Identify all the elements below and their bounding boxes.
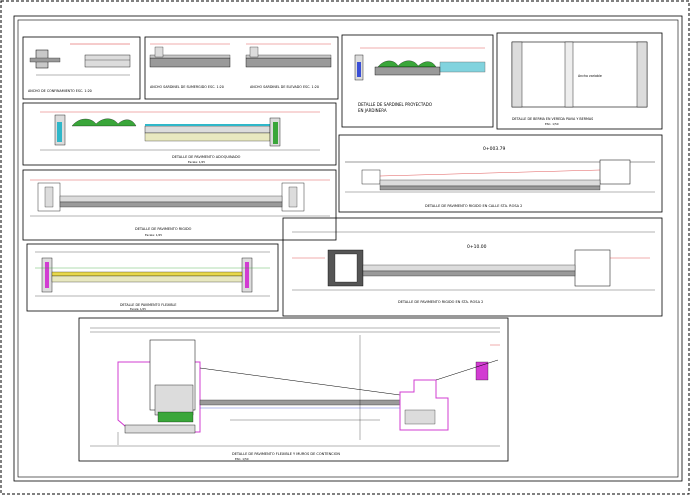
panel-2-title-a: ANCHO SARDINEL DE SUMERGIDO ESC. 1:20 [150,85,224,89]
panel-rigido-2: 0+10.00 DETALLE DE PAVIMENTO RIGIDO EN S… [282,217,663,317]
panel-8-station: 0+10.00 [467,244,487,250]
panel-rigido-sta-rosa2: 0+003.79 DETALLE DE PAVIMENTO RIGIDO EN … [338,134,663,213]
panel-sardinel-confinamiento: ANCHO DE CONFINAMIENTO ESC. 1:20 [22,36,141,100]
panel-1-title: ANCHO DE CONFINAMIENTO ESC. 1:20 [28,89,92,93]
panel-10-title: DETALLE DE PAVIMENTO FLEXIBLE Y MUROS DE… [232,452,340,456]
panel-2-title-b: ANCHO SARDINEL DE ELEVADO ESC. 1:20 [250,85,319,89]
panel-4-label: Ancho variable [578,74,602,78]
panel-10-scale: ESC. 1/50 [235,457,249,461]
panel-4-scale: ESC. 1/50 [545,122,559,126]
panel-sardinel-elevados: ANCHO SARDINEL DE SUMERGIDO ESC. 1:20 AN… [144,36,339,100]
panel-3-title: DETALLE DE SARDINEL PROYECTADO EN JARDIN… [358,102,433,113]
panel-5-title: DETALLE DE PAVIMENTO ADOQUINADO [172,155,241,159]
panel-6-station: 0+003.79 [483,146,506,152]
panel-adoquinado: DETALLE DE PAVIMENTO ADOQUINADO Escala: … [22,102,337,166]
panel-6-title: DETALLE DE PAVIMENTO RIGIDO EN CALLE STA… [425,204,522,208]
panel-4-title: DETALLE DE BERMA EN VEREDA PAVIA Y BERMA… [512,117,593,121]
panel-jardinera: DETALLE DE SARDINEL PROYECTADO EN JARDIN… [341,34,494,128]
panel-rigido-1: DETALLE DE PAVIMENTO RIGIDO Escala: 1/25 [22,169,337,241]
panel-7-title: DETALLE DE PAVIMENTO RIGIDO [135,227,192,231]
panel-8-title: DETALLE DE PAVIMENTO RIGIDO EN STA. ROSA… [398,300,483,304]
panel-berma: Ancho variable DETALLE DE BERMA EN VERED… [496,32,663,130]
panel-flexible: DETALLE DE PAVIMENTO FLEXIBLE Escala: 1/… [26,243,279,312]
panel-flexible-muros: DETALLE DE PAVIMENTO FLEXIBLE Y MUROS DE… [78,317,509,462]
panel-9-scale: Escala: 1/25 [130,307,146,311]
panel-7-scale: Escala: 1/25 [145,233,162,237]
panel-5-scale: Escala: 1/25 [188,160,205,164]
panel-9-title: DETALLE DE PAVIMENTO FLEXIBLE [120,303,176,307]
